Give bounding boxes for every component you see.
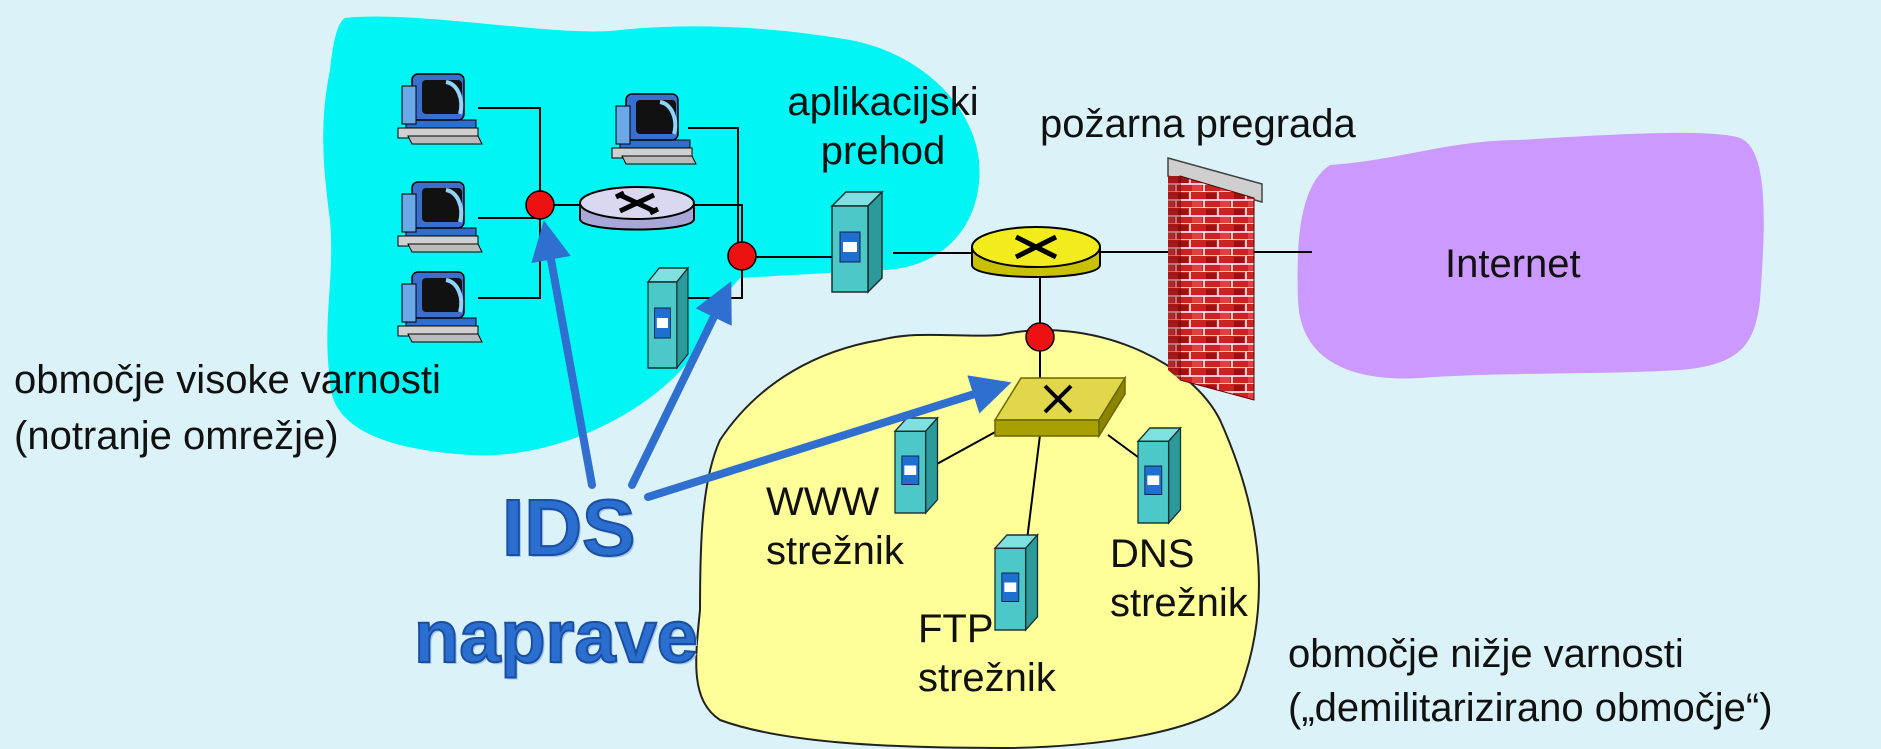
high-security-zone [323, 16, 980, 456]
label-app-gateway: aplikacijski prehod [787, 80, 979, 173]
ids-sensor-icon [727, 241, 757, 271]
router-icon [971, 226, 1101, 278]
label-firewall: požarna pregrada [1040, 102, 1356, 146]
ids-sensor-icon [1025, 322, 1055, 352]
switch-icon [993, 375, 1127, 439]
ids-title: IDS [501, 483, 636, 572]
server-icon [647, 267, 689, 369]
label-ftp-server: FTP strežnik [918, 607, 1056, 700]
server-icon [831, 191, 883, 293]
label-internet: Internet [1445, 242, 1581, 286]
label-low-security-zone-sub: („demilitarizirano območje“) [1288, 686, 1773, 730]
router-icon [579, 186, 695, 231]
firewall-icon [1167, 157, 1263, 401]
ids-arrows [531, 220, 1012, 501]
label-high-security-zone-sub: (notranje omrežje) [14, 414, 339, 458]
ids-subtitle: naprave [413, 595, 699, 678]
label-low-security-zone: območje nižje varnosti [1288, 632, 1684, 676]
server-icon [1137, 427, 1182, 524]
label-www-server: WWW strežnik [766, 480, 904, 573]
label-dns-server: DNS strežnik [1110, 532, 1248, 625]
label-high-security-zone: območje visoke varnosti [14, 358, 441, 402]
internet-cloud [1297, 132, 1764, 379]
ids-sensor-icon [525, 190, 555, 220]
